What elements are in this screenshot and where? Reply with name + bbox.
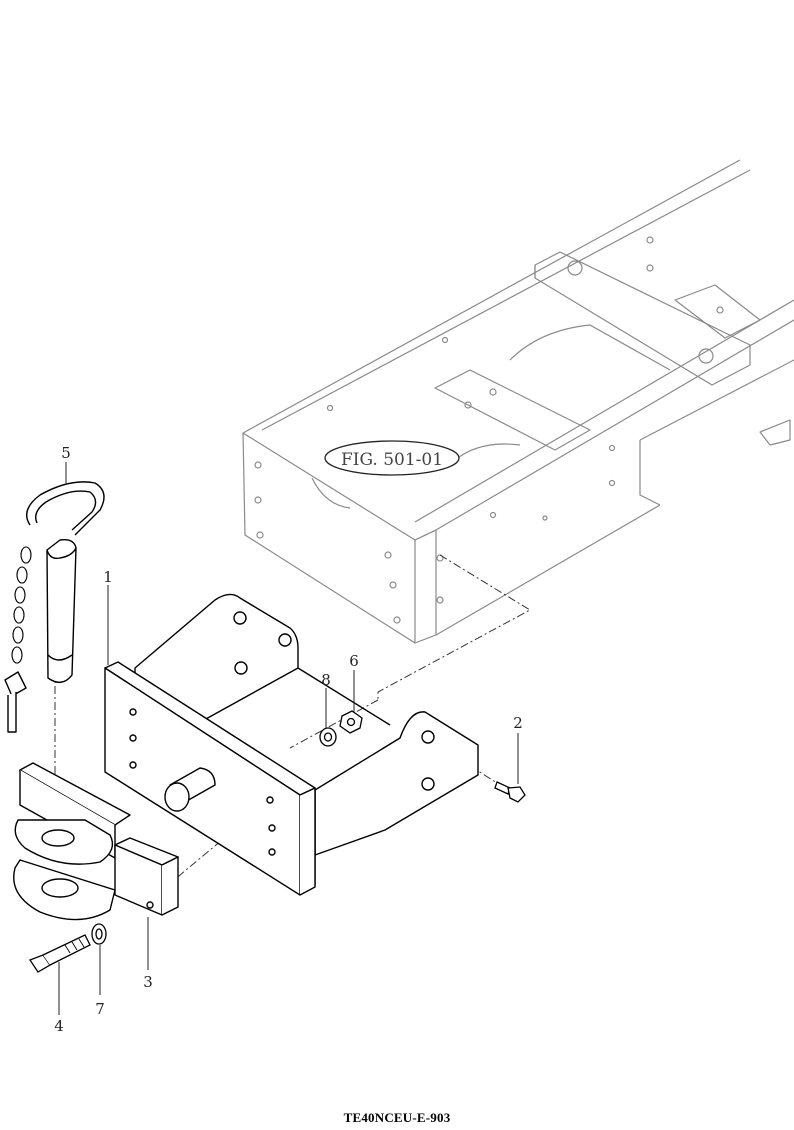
part-3-tow-jaw <box>13 762 179 921</box>
callout-2[interactable]: 2 <box>513 714 523 732</box>
callout-5[interactable]: 5 <box>61 444 71 462</box>
callout-4[interactable]: 4 <box>54 1017 64 1035</box>
part-8-washer <box>319 727 337 747</box>
callout-1[interactable]: 1 <box>103 568 113 586</box>
part-1-bracket <box>104 593 479 896</box>
callout-7[interactable]: 7 <box>95 1000 105 1018</box>
part-4-bolt <box>29 934 91 973</box>
figure-reference-text: FIG. 501-01 <box>341 450 443 470</box>
callout-8[interactable]: 8 <box>321 671 331 689</box>
part-2-bolt <box>494 781 526 803</box>
frame-ghost <box>242 159 794 644</box>
part-5-hitch-pin <box>4 481 105 733</box>
part-7-washer <box>91 923 107 945</box>
callout-3[interactable]: 3 <box>143 973 153 991</box>
callout-leaders <box>58 462 519 1015</box>
part-6-nut <box>339 710 363 734</box>
figure-reference[interactable]: FIG. 501-01 <box>324 440 460 476</box>
document-code: TE40NCEU-E-903 <box>343 1110 451 1125</box>
callout-6[interactable]: 6 <box>349 652 359 670</box>
